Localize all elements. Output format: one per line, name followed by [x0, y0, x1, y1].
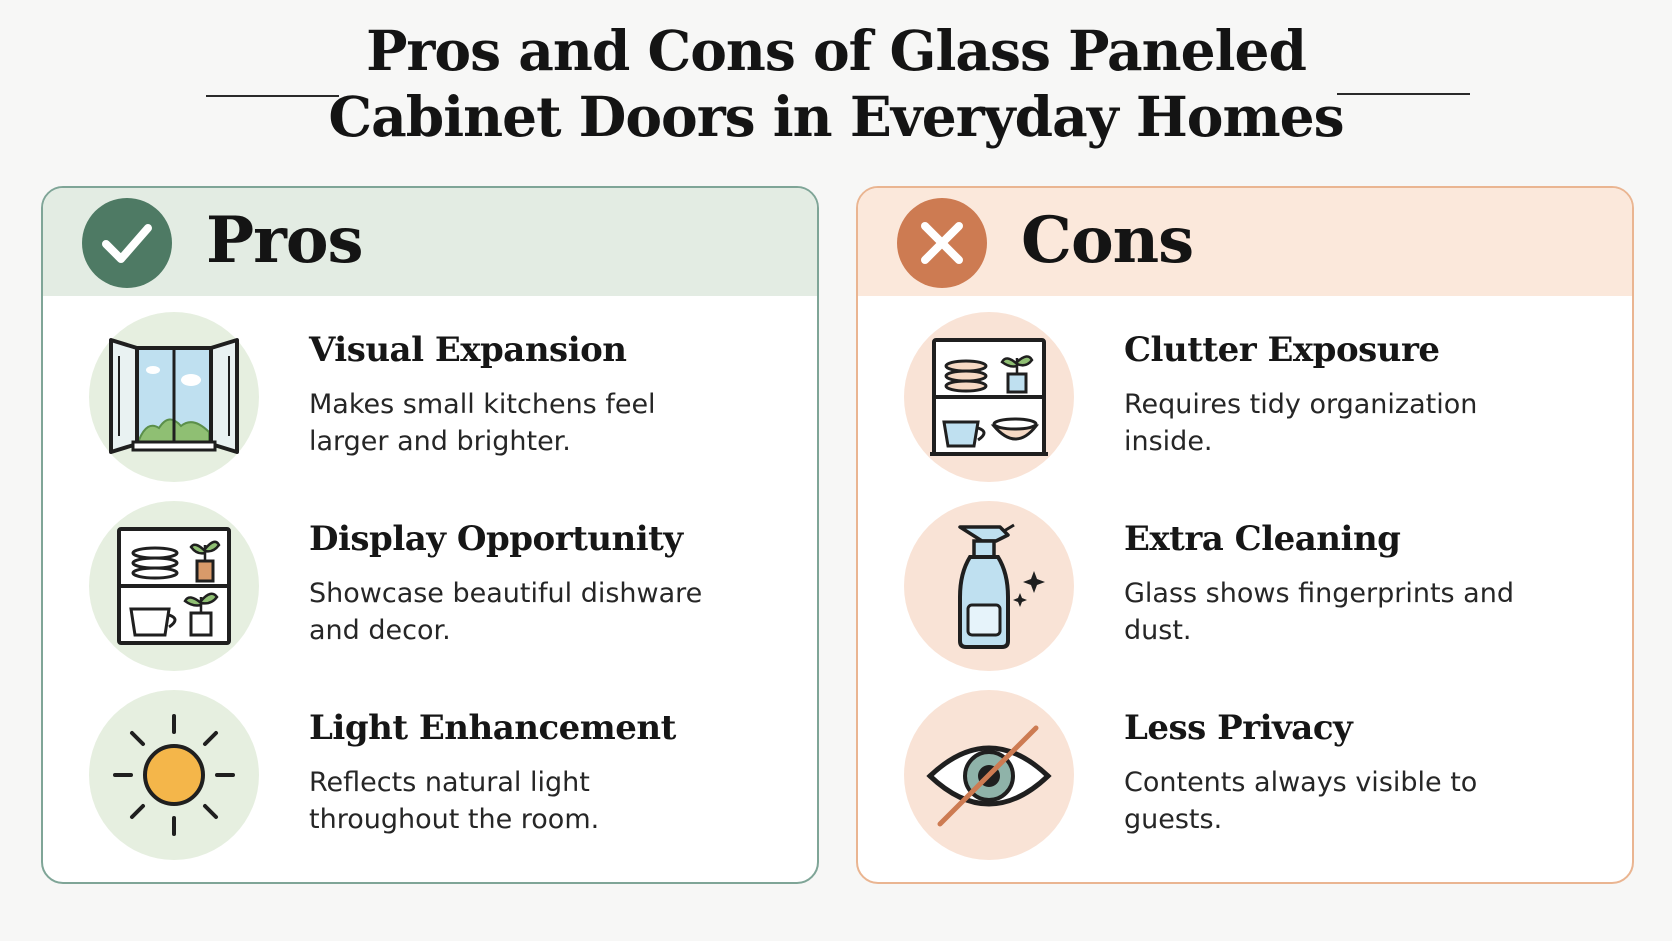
item-description: Glass shows fingerprints and dust. [1124, 578, 1514, 646]
spray-bottle-icon [904, 501, 1074, 671]
checkmark-icon [82, 198, 172, 288]
item-title: Extra Cleaning [1124, 519, 1401, 559]
display-shelf-icon [89, 501, 259, 671]
cons-header: Cons [858, 188, 1632, 296]
pros-heading: Pros [206, 203, 364, 278]
title-line-2: Cabinet Doors in Everyday Homes [328, 84, 1344, 149]
pros-item-light-enhancement: Light Enhancement Reflects natural light… [43, 690, 817, 860]
open-window-icon [89, 312, 259, 482]
item-description: Requires tidy organization inside. [1124, 389, 1478, 457]
item-title: Clutter Exposure [1124, 330, 1440, 370]
cons-item-clutter-exposure: Clutter Exposure Requires tidy organizat… [858, 312, 1632, 482]
title-divider-right [1337, 93, 1470, 95]
item-description: Makes small kitchens feel larger and bri… [309, 389, 656, 457]
cons-item-extra-cleaning: Extra Cleaning Glass shows fingerprints … [858, 501, 1632, 671]
cons-panel: Cons Clutter Exposure Requires tidy orga… [856, 186, 1634, 884]
cons-heading: Cons [1021, 203, 1194, 278]
sun-icon [89, 690, 259, 860]
pros-item-display-opportunity: Display Opportunity Showcase beautiful d… [43, 501, 817, 671]
cons-item-less-privacy: Less Privacy Contents always visible to … [858, 690, 1632, 860]
title-divider-left [206, 95, 339, 97]
item-title: Visual Expansion [309, 330, 627, 370]
item-title: Light Enhancement [309, 708, 676, 748]
x-mark-icon [897, 198, 987, 288]
title-line-1: Pros and Cons of Glass Paneled [366, 18, 1307, 83]
pros-header: Pros [43, 188, 817, 296]
item-description: Contents always visible to guests. [1124, 767, 1478, 835]
page-title: Pros and Cons of Glass Paneled Cabinet D… [0, 18, 1672, 150]
pros-item-visual-expansion: Visual Expansion Makes small kitchens fe… [43, 312, 817, 482]
item-description: Reflects natural light throughout the ro… [309, 767, 600, 835]
item-title: Display Opportunity [309, 519, 683, 559]
pros-panel: Pros Visual Expansion Makes small kitche… [41, 186, 819, 884]
cluttered-shelf-icon [904, 312, 1074, 482]
eye-slash-icon [904, 690, 1074, 860]
item-description: Showcase beautiful dishware and decor. [309, 578, 703, 646]
item-title: Less Privacy [1124, 708, 1353, 748]
